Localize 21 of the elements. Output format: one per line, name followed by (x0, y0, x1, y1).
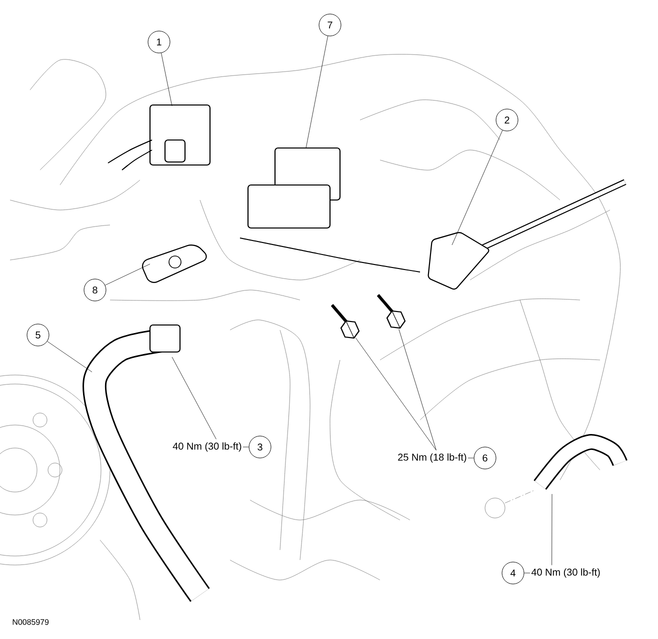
callout-number: 8 (84, 278, 106, 302)
torque-label: 40 Nm (30 lb-ft) (172, 442, 242, 452)
callout-number: 5 (26, 324, 50, 346)
leader-line (355, 338, 436, 450)
leader-line (306, 36, 328, 148)
leader-line (161, 52, 172, 106)
callout-number: 1 (148, 30, 170, 54)
bolt-drawing (376, 294, 406, 329)
torque-label: 40 Nm (30 lb-ft) (531, 568, 600, 578)
callout-number: 2 (496, 108, 518, 132)
leader-line (47, 341, 92, 372)
leader-line (398, 329, 436, 450)
callout-number: 7 (318, 14, 342, 36)
bolt-drawing (330, 304, 360, 339)
callout-number: 3 (248, 436, 272, 458)
torque-label: 25 Nm (18 lb-ft) (398, 453, 466, 463)
leader-line (452, 130, 503, 246)
callout-number: 4 (502, 562, 524, 584)
leader-line (172, 356, 216, 440)
callout-number: 6 (474, 446, 496, 470)
leader-line (104, 264, 150, 286)
